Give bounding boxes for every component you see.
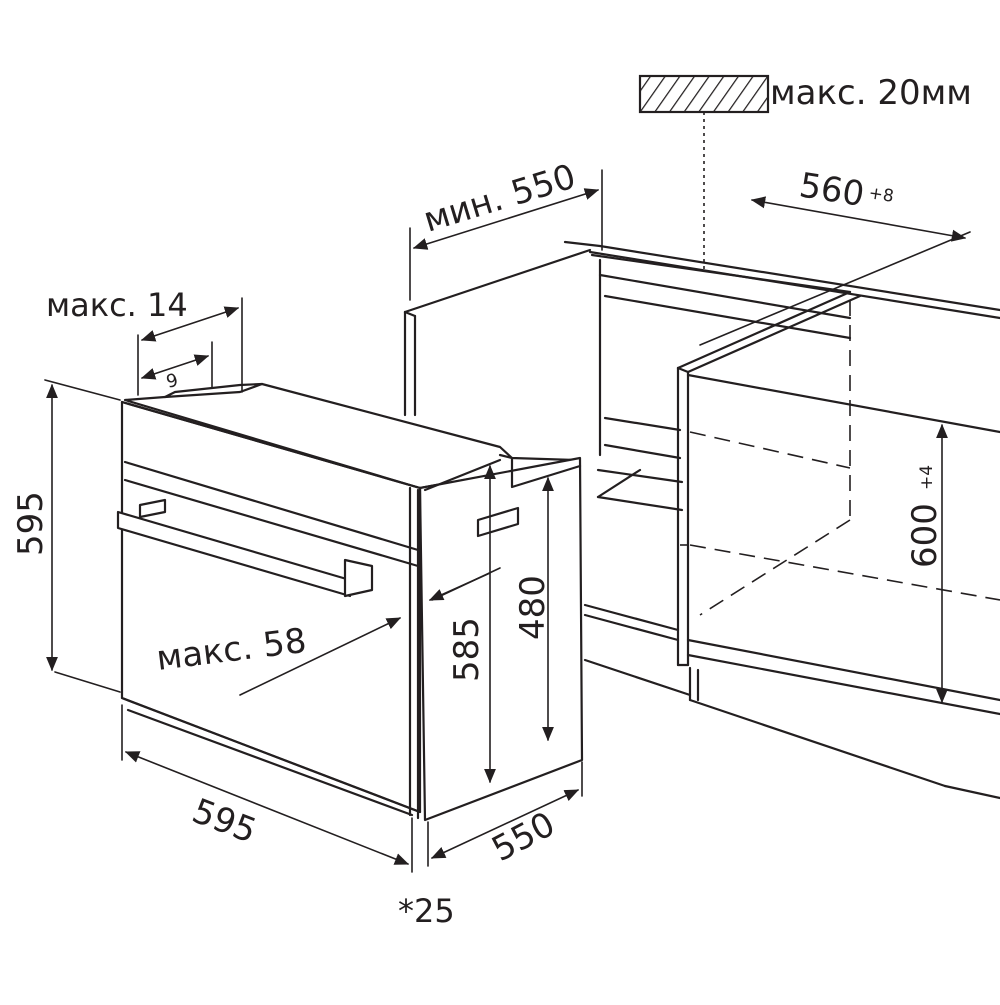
label-niche-height: 600 xyxy=(905,503,945,568)
label-niche-width-tolerance: +8 xyxy=(867,183,895,207)
label-niche-width: 560 xyxy=(797,165,867,215)
flange-dimension: макс. 14 9 xyxy=(46,286,243,396)
label-oven-width: 595 xyxy=(187,791,262,852)
label-flange-inner: 9 xyxy=(164,370,180,393)
label-flange: макс. 14 xyxy=(46,286,188,324)
hatched-worktop-swatch xyxy=(638,74,770,114)
footnote: *25 xyxy=(398,892,455,930)
label-niche-depth: мин. 550 xyxy=(419,157,580,241)
label-body-height: 585 xyxy=(447,617,487,682)
cabinet xyxy=(403,112,1000,800)
oven xyxy=(116,382,584,822)
label-inner-height: 480 xyxy=(513,575,553,640)
niche-width-dimension: 560 +8 xyxy=(750,165,967,242)
oven-height-dimension: 595 xyxy=(11,379,121,693)
worktop-thickness-dimension: макс. 20мм xyxy=(638,73,972,114)
niche-height-dimension: 600 +4 xyxy=(905,423,948,704)
label-top-thickness: макс. 20мм xyxy=(770,73,972,113)
label-oven-depth: 550 xyxy=(485,804,561,870)
inner-height-dimension: 480 xyxy=(513,476,554,742)
label-oven-height: 595 xyxy=(11,491,51,556)
label-niche-height-tolerance: +4 xyxy=(917,465,937,490)
body-height-dimension: 585 xyxy=(447,464,496,784)
label-footnote: *25 xyxy=(398,892,455,930)
